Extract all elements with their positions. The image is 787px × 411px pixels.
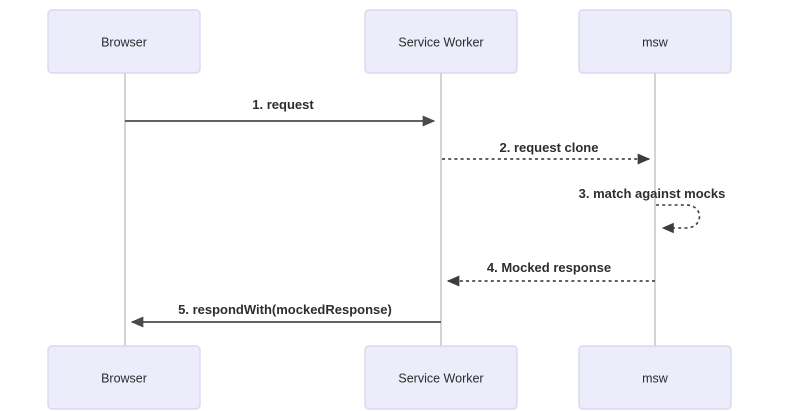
message-5-respond-with[interactable]: 5. respondWith(mockedResponse): [130, 302, 441, 328]
message-3-label: 3. match against mocks: [579, 186, 726, 201]
actor-box-browser-bottom[interactable]: [47, 345, 201, 410]
message-5-label: 5. respondWith(mockedResponse): [178, 302, 392, 317]
actor-footer-service-worker[interactable]: Service Worker: [364, 345, 518, 410]
actor-header-boxes: Browser Service Worker msw: [47, 9, 732, 74]
actor-box-msw-bottom[interactable]: [578, 345, 732, 410]
message-3-match-against-mocks[interactable]: 3. match against mocks: [579, 186, 726, 234]
message-4-label: 4. Mocked response: [487, 260, 611, 275]
message-4-mocked-response[interactable]: 4. Mocked response: [446, 260, 655, 287]
actor-label-browser-bottom: Browser: [101, 371, 147, 385]
actor-label-msw-bottom: msw: [642, 371, 669, 385]
actor-label-browser-top: Browser: [101, 35, 147, 49]
actor-box-service-worker-top[interactable]: [364, 9, 518, 74]
actor-label-service-worker-top: Service Worker: [398, 35, 483, 49]
actor-box-browser-top[interactable]: [47, 9, 201, 74]
message-1-request[interactable]: 1. request: [125, 97, 436, 127]
actor-footer-boxes: Browser Service Worker msw: [47, 345, 732, 410]
message-2-request-clone[interactable]: 2. request clone: [442, 140, 651, 165]
actor-box-msw-top[interactable]: [578, 9, 732, 74]
actor-footer-msw[interactable]: msw: [578, 345, 732, 410]
actor-box-service-worker-bottom[interactable]: [364, 345, 518, 410]
lifelines-group: [124, 73, 656, 346]
message-3-self-loop-arrow[interactable]: [656, 204, 701, 234]
actor-header-msw[interactable]: msw: [578, 9, 732, 74]
actor-label-msw-top: msw: [642, 35, 669, 49]
actor-header-service-worker[interactable]: Service Worker: [364, 9, 518, 74]
message-1-label: 1. request: [252, 97, 314, 112]
message-2-label: 2. request clone: [500, 140, 599, 155]
actor-label-service-worker-bottom: Service Worker: [398, 371, 483, 385]
actor-footer-browser[interactable]: Browser: [47, 345, 201, 410]
actor-header-browser[interactable]: Browser: [47, 9, 201, 74]
